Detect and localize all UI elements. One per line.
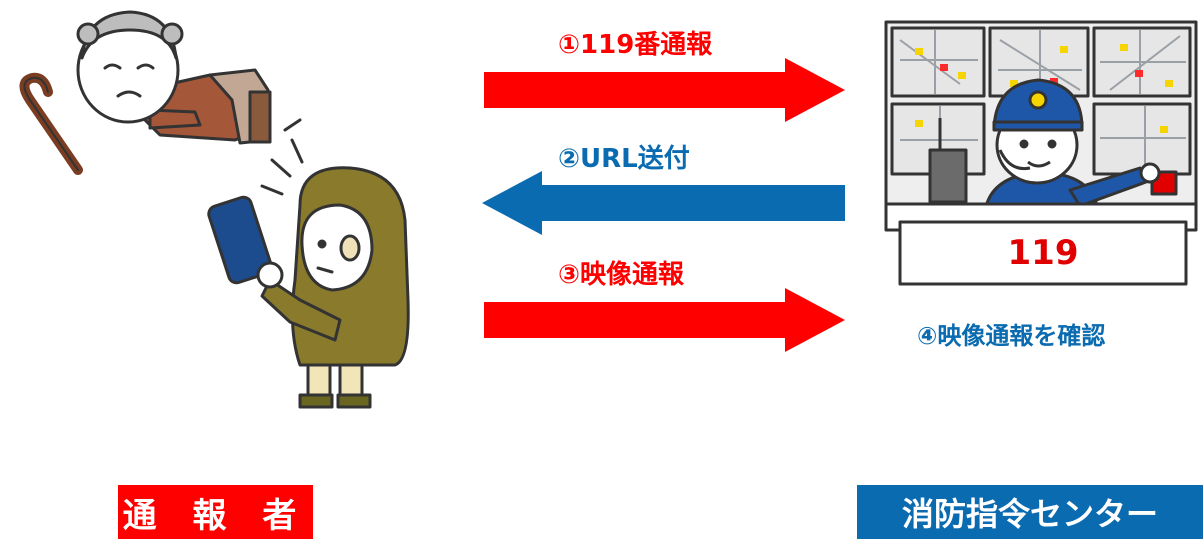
caller-role-label: 通 報 者	[122, 495, 309, 536]
step-3-label: ③映像通報	[558, 260, 685, 290]
step-2-label: ②URL送付	[558, 144, 690, 174]
fallen-elderly-person-icon	[19, 10, 272, 175]
console-number: 119	[1008, 233, 1079, 273]
center-role-box: 消防指令センター	[857, 485, 1203, 539]
dispatcher-at-console-icon	[884, 20, 1198, 286]
center-role-label: 消防指令センター	[901, 495, 1158, 533]
step-1-label: ①119番通報	[558, 30, 713, 60]
caller-role-box: 通 報 者	[118, 485, 313, 539]
person-with-smartphone-icon	[207, 118, 410, 409]
arrow-video-report	[484, 288, 845, 352]
arrow-url-send	[482, 171, 845, 235]
step-4-label: ④映像通報を確認	[917, 322, 1106, 350]
arrow-call-119	[484, 58, 845, 122]
